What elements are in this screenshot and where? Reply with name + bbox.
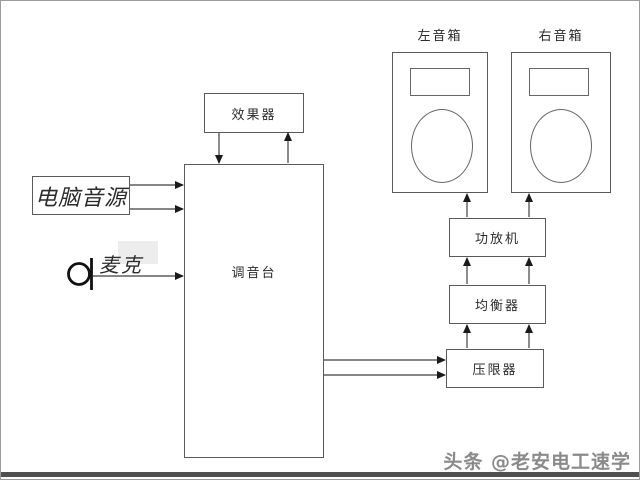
mixer-box: 调音台 [184,164,324,458]
computer-audio-source-label: 电脑音源 [34,185,127,211]
effects-processor-label: 效果器 [231,107,277,123]
effects-processor-box: 效果器 [204,93,304,133]
mixer-label: 调音台 [231,266,277,281]
right-speaker-box [511,52,611,193]
right-speaker-label: 右音箱 [538,29,584,44]
left-speaker-label: 左音箱 [417,29,463,44]
watermark-text: 头条 @老安电工速学 [443,451,631,473]
microphone-label: 麦克 [99,253,143,277]
computer-audio-source-box: 电脑音源 [32,176,130,215]
left-speaker-woofer [411,109,473,183]
amplifier-label: 功放机 [474,232,520,247]
bottom-bar [1,472,639,477]
right-speaker-tweeter [529,68,589,96]
left-speaker-tweeter [410,68,470,96]
compressor-limiter-label: 压限器 [472,363,518,378]
left-speaker-box [392,52,488,193]
microphone-icon [67,258,93,290]
equalizer-label: 均衡器 [474,299,520,314]
right-speaker-woofer [530,109,592,183]
amplifier-box: 功放机 [449,218,546,257]
mic-label-highlight [118,241,158,264]
equalizer-box: 均衡器 [449,285,546,324]
compressor-limiter-box: 压限器 [446,349,544,388]
